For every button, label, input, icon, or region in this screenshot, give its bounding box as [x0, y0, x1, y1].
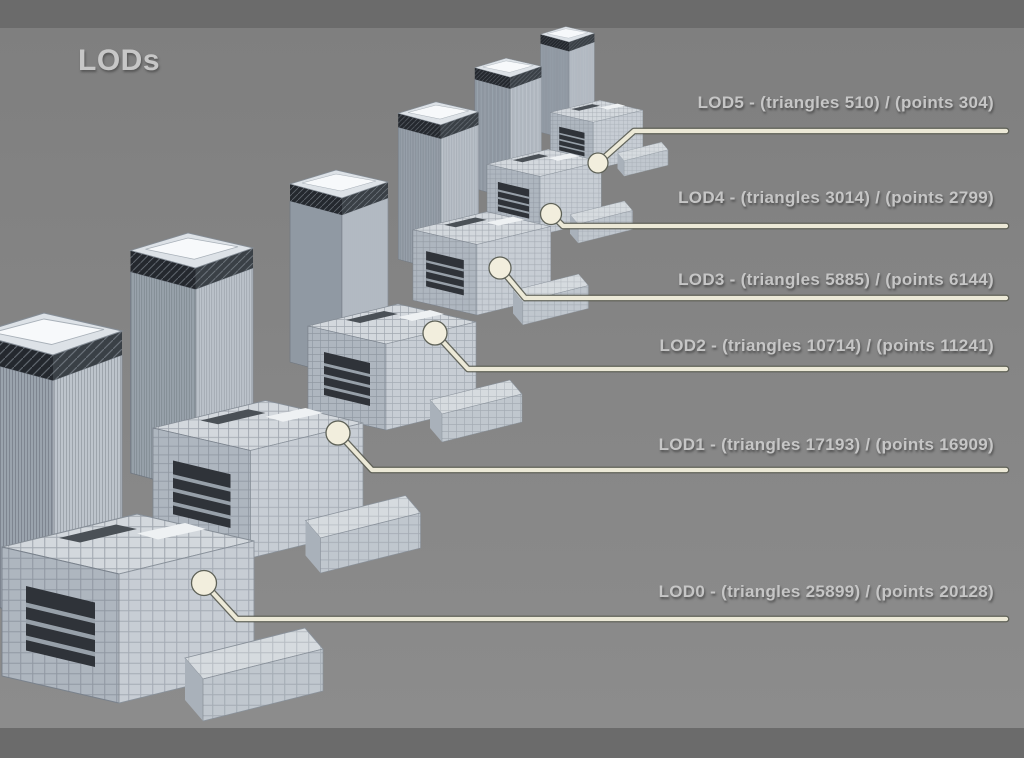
callout-line-lod3: [497, 265, 1009, 301]
page-title: LODs: [78, 44, 161, 77]
lod1-label: LOD1 - (triangles 17193) / (points 16909…: [658, 435, 994, 454]
lod3-label: LOD3 - (triangles 5885) / (points 6144): [678, 270, 994, 289]
marker-circle-lod1: [325, 420, 351, 446]
marker-circle-lod4: [539, 202, 563, 226]
marker-circle-lod0: [190, 569, 218, 597]
lod2-label: LOD2 - (triangles 10714) / (points 11241…: [659, 336, 994, 355]
callout-line-lod5: [595, 128, 1009, 166]
marker-circle-lod3: [488, 256, 512, 280]
callout-line-lod1: [335, 430, 1009, 473]
lod5-label: LOD5 - (triangles 510) / (points 304): [697, 93, 994, 112]
lod0-label: LOD0 - (triangles 25899) / (points 20128…: [658, 582, 994, 601]
lod4-label: LOD4 - (triangles 3014) / (points 2799): [678, 188, 994, 207]
callout-line-lod2: [432, 330, 1009, 372]
marker-circle-lod5: [587, 152, 609, 174]
callout-line-lod0: [201, 580, 1009, 622]
callout-markers: [190, 152, 609, 597]
marker-circle-lod2: [422, 320, 448, 346]
